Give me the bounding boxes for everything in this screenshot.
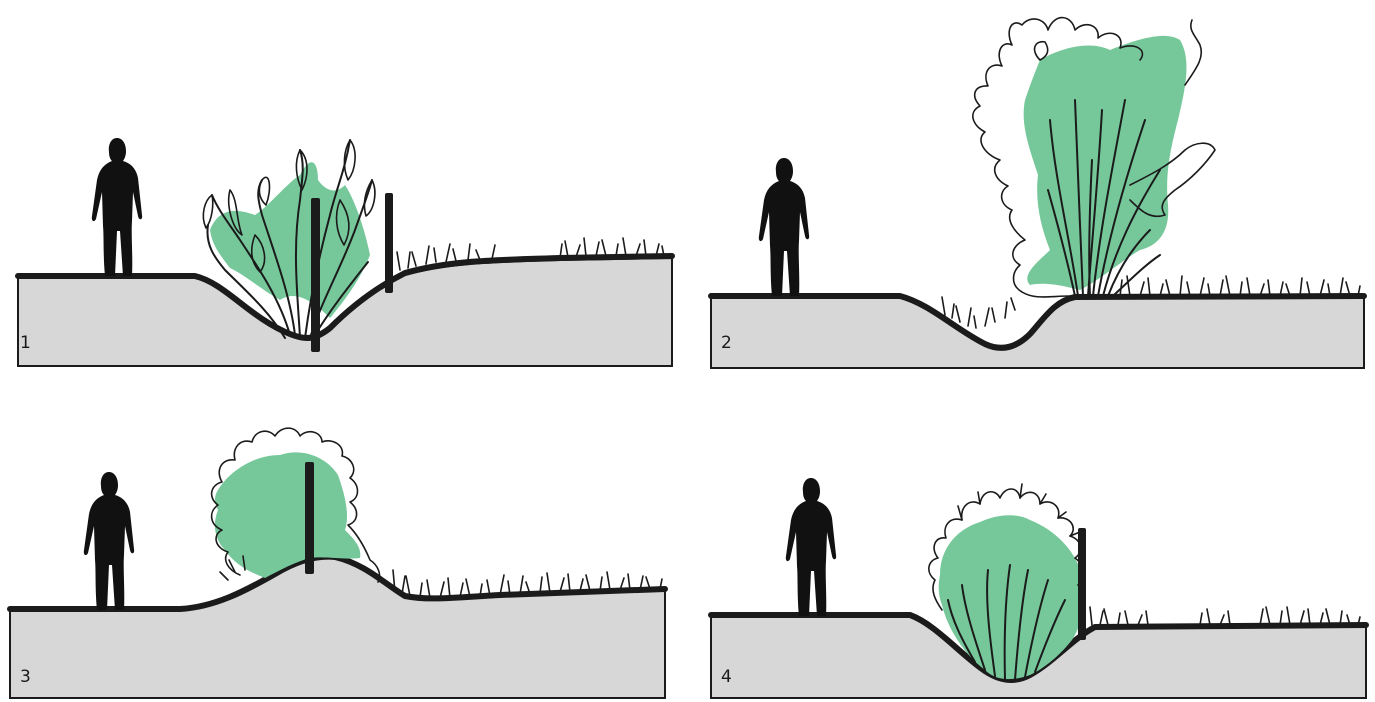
panel-number: 3 [20,667,31,687]
panel-number: 2 [721,333,732,353]
grass-icon [1090,607,1360,625]
person-silhouette-icon [84,472,134,610]
panel-4: 4 [711,478,1366,698]
fence-post-icon [311,198,320,352]
panel-number: 1 [20,333,31,353]
fence-post-icon [1078,528,1086,640]
person-silhouette-icon [786,478,836,616]
panel-3: 3 [10,428,665,698]
ground-section [711,297,1364,368]
fence-post-icon [305,462,314,574]
panel-1: 1 [18,138,672,366]
person-silhouette-icon [759,158,809,296]
shrub-foliage [1024,36,1187,290]
fence-post-icon [385,193,393,293]
panel-number: 4 [721,667,732,687]
person-silhouette-icon [92,138,142,276]
panel-2: 2 [711,18,1364,368]
